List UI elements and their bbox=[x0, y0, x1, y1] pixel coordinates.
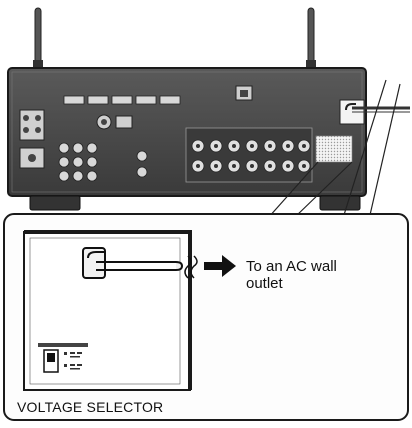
power-cord-exit bbox=[340, 100, 410, 124]
speaker-terminals bbox=[186, 128, 312, 182]
network-port bbox=[236, 86, 252, 100]
ac-outlet-label-line2: outlet bbox=[246, 275, 386, 292]
antenna-left-icon bbox=[33, 8, 43, 72]
antenna-right-icon bbox=[306, 8, 316, 72]
ac-outlet-label: To an AC wall outlet bbox=[246, 258, 386, 292]
voltage-selector-caption: VOLTAGE SELECTOR bbox=[17, 399, 163, 415]
ac-outlet-label-line1: To an AC wall bbox=[246, 258, 386, 275]
voltage-selector-highlight bbox=[316, 136, 352, 162]
hdmi-ports bbox=[64, 96, 180, 104]
left-connector-block bbox=[20, 110, 44, 168]
